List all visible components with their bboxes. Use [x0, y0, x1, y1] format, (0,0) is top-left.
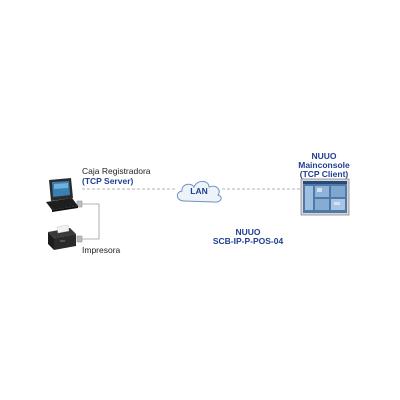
module-model: SCB-IP-P-POS-04 — [212, 236, 284, 246]
monitor-icon — [300, 178, 350, 216]
printer-label: Impresora — [82, 245, 121, 255]
pos-terminal-icon — [46, 178, 78, 212]
cable-connector-top — [76, 200, 83, 208]
cloud-icon — [176, 180, 222, 203]
serial-cable — [80, 203, 100, 240]
register-role: (TCP Server) — [82, 176, 134, 186]
module-brand: NUUO — [235, 227, 261, 237]
lan-label: LAN — [190, 186, 208, 196]
receipt-printer-icon — [48, 224, 76, 250]
console-role: (TCP Client) — [299, 169, 349, 179]
register-label: Caja Registradora — [82, 166, 151, 176]
console-brand: NUUO — [311, 151, 337, 161]
console-label: Mainconsole — [298, 160, 350, 170]
cable-connector-bottom — [76, 235, 83, 243]
